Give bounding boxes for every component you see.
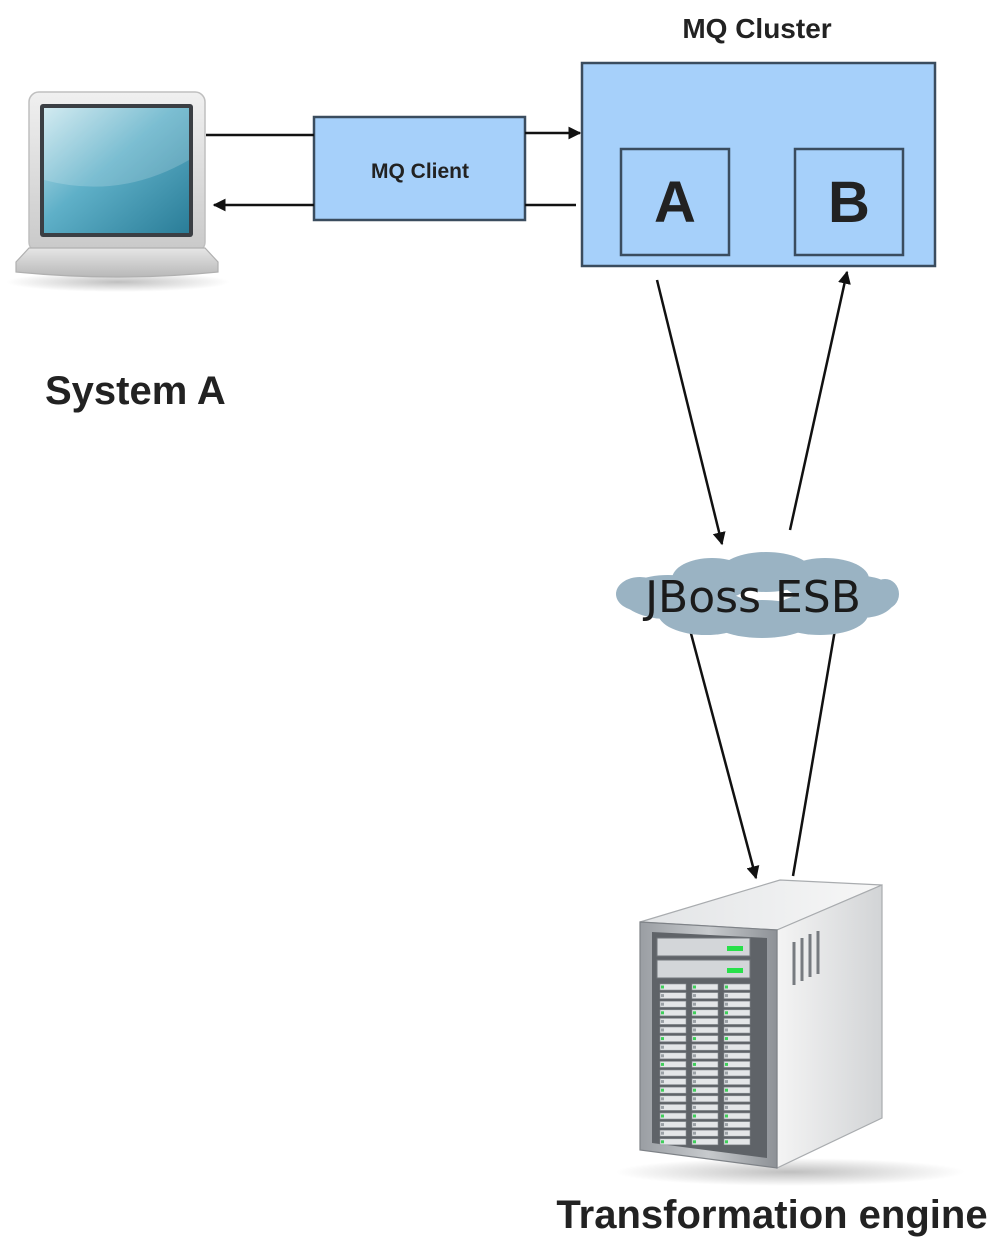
transformation-engine-label: Transformation engine — [556, 1193, 987, 1237]
queue-a: A — [619, 147, 731, 257]
queue-b: B — [793, 147, 905, 257]
mq-cluster-box: A B — [580, 61, 937, 268]
queue-b-label: B — [828, 170, 870, 235]
connector-lines — [206, 126, 582, 212]
queue-a-label: A — [654, 170, 696, 235]
flow-arrows — [655, 270, 851, 880]
edge-engine-to-esb — [791, 610, 843, 877]
server-icon — [615, 879, 965, 1186]
edge-esb-to-engine — [687, 625, 760, 880]
jboss-esb-cloud: JBoss ESB — [616, 552, 899, 638]
system-a-label: System A — [45, 369, 226, 413]
edge-queue-a-to-esb — [655, 279, 726, 546]
edge-esb-to-queue-b — [788, 270, 851, 531]
mq-client-box: MQ Client — [312, 115, 527, 222]
mq-client-label: MQ Client — [371, 160, 469, 183]
laptop-icon — [6, 91, 230, 292]
mq-cluster-label: MQ Cluster — [682, 13, 831, 44]
server-vents — [792, 931, 820, 985]
server-drive-slots — [659, 983, 751, 1146]
jboss-esb-label: JBoss ESB — [642, 572, 861, 623]
